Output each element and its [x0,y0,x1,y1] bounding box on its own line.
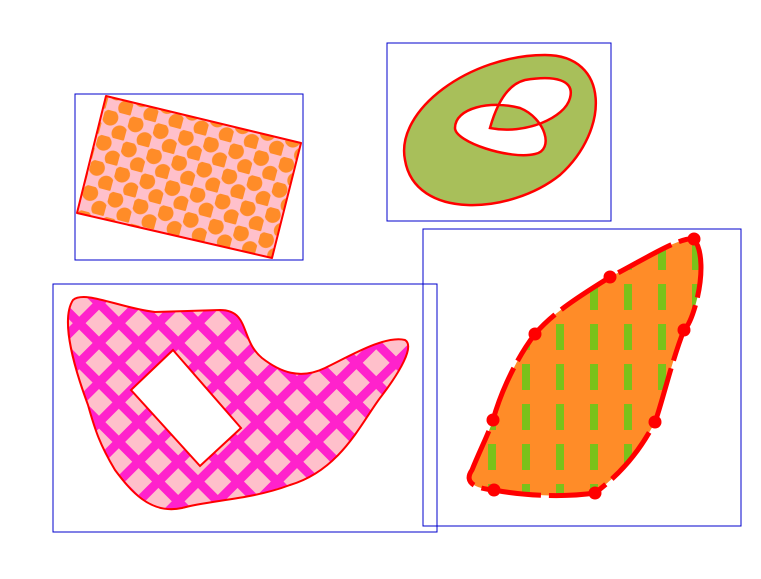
bbox-dotted-rectangle [74,93,304,261]
vertex-marker[interactable] [487,483,501,497]
vertex-marker[interactable] [687,232,701,246]
vertex-marker[interactable] [588,486,602,500]
vertex-marker[interactable] [648,415,662,429]
bbox-striped-polygon [422,228,742,527]
vertex-marker[interactable] [528,327,542,341]
ring-with-holes [402,53,598,207]
striped-polygon [466,236,704,499]
vertex-marker[interactable] [603,270,617,284]
crosshatched-blob-with-hole [67,296,410,511]
vertex-marker[interactable] [677,323,691,337]
vertex-marker[interactable] [486,413,500,427]
bbox-crosshatched-blob [52,283,438,533]
dotted-rectangle [76,95,302,259]
bbox-ring [386,42,612,222]
